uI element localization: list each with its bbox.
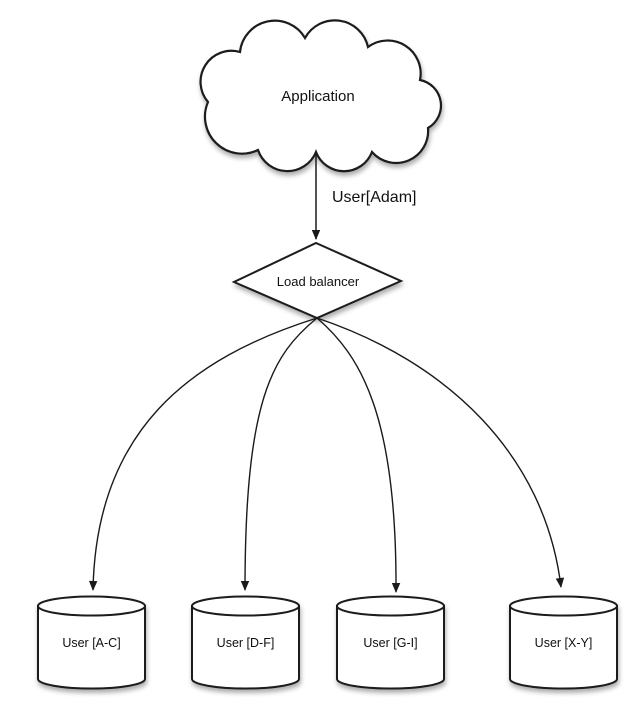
db-node-users-g-i: User [G-I] — [336, 595, 445, 690]
cylinder-icon — [191, 605, 300, 690]
application-label: Application — [281, 88, 354, 105]
db-node-users-d-f: User [D-F] — [191, 595, 300, 690]
edge-label-user-adam: User[Adam] — [332, 189, 416, 206]
db-label: User [A-C] — [62, 636, 120, 650]
load-balancer-node: Load balancer — [231, 241, 404, 320]
cylinder-icon — [336, 605, 445, 690]
cylinder-top-ellipse — [509, 595, 618, 617]
edges-lb-to-databases — [88, 317, 565, 593]
cylinder-icon — [509, 605, 618, 690]
cloud-icon — [199, 19, 442, 173]
curved-arrow-to-db-4 — [316, 317, 565, 588]
db-label: User [G-I] — [363, 636, 417, 650]
db-label: User [D-F] — [217, 636, 275, 650]
cylinder-icon — [37, 605, 146, 690]
application-cloud-node: Application — [199, 19, 442, 173]
curved-arrow-to-db-3 — [316, 317, 401, 593]
load-balancer-label: Load balancer — [277, 274, 360, 289]
db-node-users-x-y: User [X-Y] — [509, 595, 618, 690]
curved-arrow-to-db-1 — [88, 317, 318, 591]
edge-app-to-lb: User[Adam] — [311, 154, 416, 240]
cylinder-top-ellipse — [37, 595, 146, 617]
cylinder-top-ellipse — [191, 595, 300, 617]
db-node-users-a-c: User [A-C] — [37, 595, 146, 690]
curved-arrow-to-db-2 — [240, 317, 318, 591]
cylinder-top-ellipse — [336, 595, 445, 617]
db-label: User [X-Y] — [535, 636, 593, 650]
